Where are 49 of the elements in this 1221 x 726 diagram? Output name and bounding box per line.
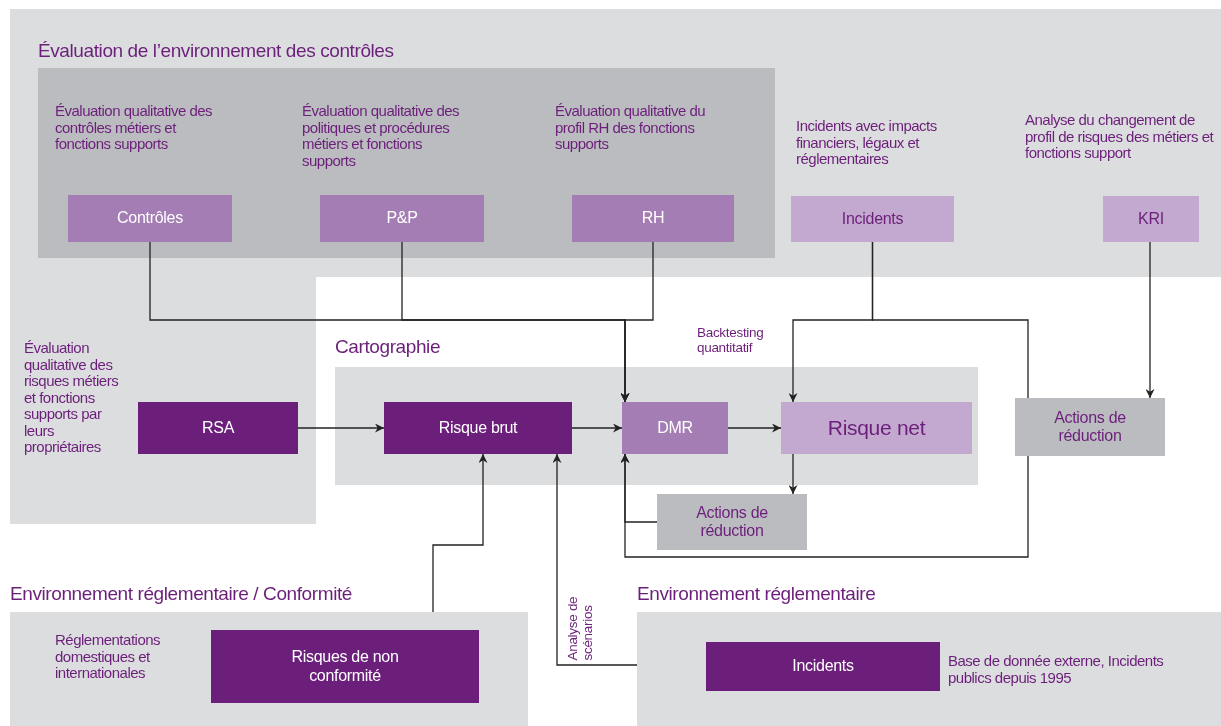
connector-arrow [727, 423, 782, 433]
process-box [211, 630, 479, 703]
connector-arrow [620, 453, 658, 523]
box-label: Contrôles [116, 208, 184, 229]
description-text: Évaluation qualitative des contrôles métiers et fonctions supports [55, 103, 214, 153]
process-box [622, 402, 728, 454]
box-label: Incidents [791, 656, 855, 677]
process-box [1015, 398, 1165, 456]
edge-label: Analyse de scénarios [565, 595, 595, 660]
connector-arrow [552, 453, 638, 666]
connector-arrow [297, 423, 385, 433]
box-label: Risque net [826, 414, 927, 441]
process-box [781, 402, 972, 454]
box-label: RSA [201, 417, 236, 438]
process-box [68, 195, 232, 242]
process-box [572, 195, 734, 242]
process-box [384, 402, 572, 454]
edge-label: Backtesting quantitatif [697, 326, 765, 356]
box-label: DMR [656, 417, 694, 438]
panel-heading: Cartographie [335, 336, 441, 359]
description-text: Analyse du changement de profil de risques des métiers et fonctions support [1025, 112, 1215, 162]
panel-heading: Environnement réglementaire / Conformité [10, 583, 352, 606]
box-label: P&P [385, 208, 419, 229]
box-label: Actions de réduction [695, 502, 769, 541]
process-box [1103, 196, 1199, 242]
box-label: Actions de réduction [1053, 407, 1127, 446]
connector-arrow [788, 453, 798, 495]
panel-heading: Évaluation de l’environnement des contrôles [38, 40, 394, 63]
description-text: Évaluation qualitative des politiques et procédures métiers et fonctions supports [302, 103, 461, 169]
box-label: RH [640, 208, 666, 229]
process-box [657, 494, 807, 550]
box-label: Incidents [840, 208, 905, 229]
description-text: Incidents avec impacts financiers, légaux et réglementaires [796, 118, 938, 168]
connector-arrow [571, 423, 623, 433]
process-box [138, 402, 298, 454]
panel-heading: Environnement réglementaire [637, 583, 876, 606]
process-box [791, 196, 954, 242]
connector-arrow [620, 241, 654, 403]
box-label: KRI [1137, 208, 1165, 229]
description-text: Évaluation qualitative du profil RH des fonctions supports [555, 103, 707, 153]
connector-arrow [1145, 241, 1155, 399]
description-text: Base de donnée externe, Incidents publics depuis 1995 [948, 653, 1165, 686]
process-box [320, 195, 484, 242]
box-label: Risque brut [437, 417, 519, 438]
description-text: Réglementations domestiques et internationales [55, 632, 162, 682]
connector-arrow [432, 453, 488, 613]
process-box [706, 642, 940, 691]
description-text: Évaluation qualitative des risques métiers et fonctions supports par leurs propriétaires [24, 340, 120, 456]
box-label: Risques de non conformité [290, 647, 400, 686]
